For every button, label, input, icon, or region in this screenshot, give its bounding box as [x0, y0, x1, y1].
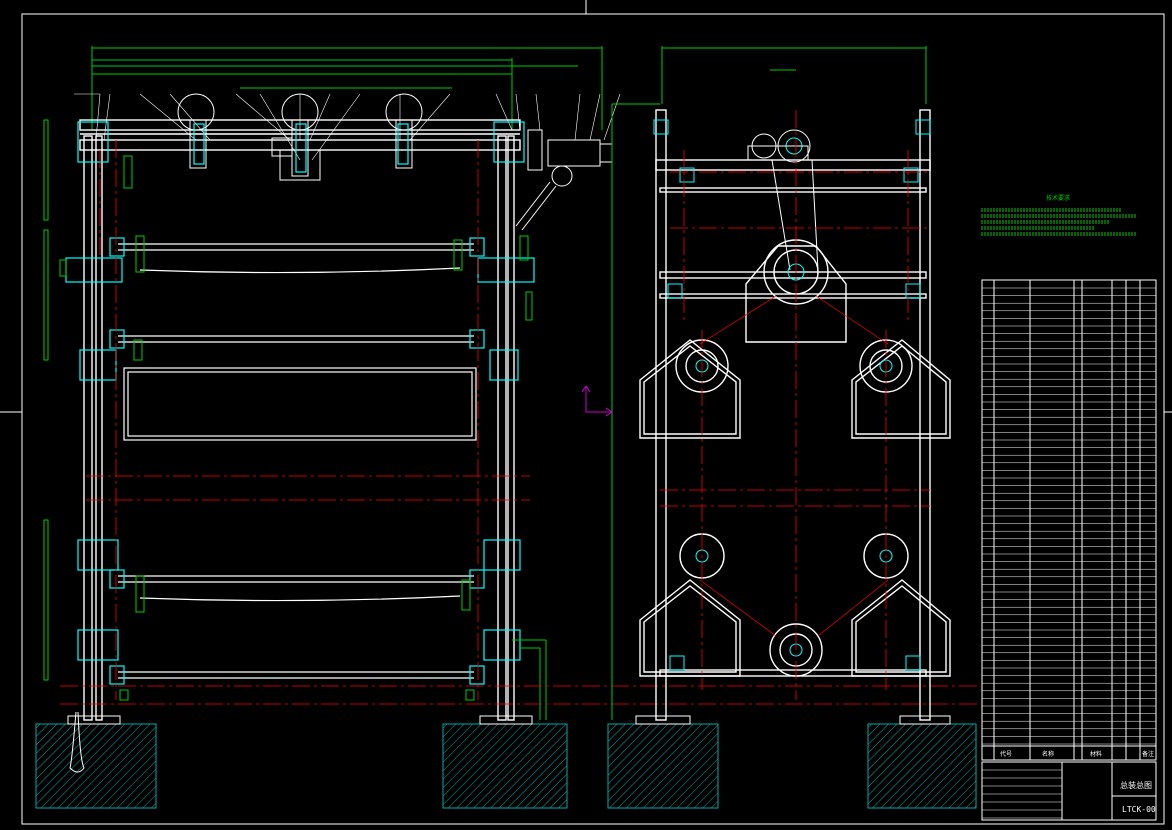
drawing-name: 总装总图: [1120, 780, 1152, 790]
foundation-block: [867, 723, 977, 809]
parts-list: 代号 名称 材料 备注: [981, 279, 1157, 761]
side-view: [607, 46, 977, 809]
foundation-block: [607, 723, 719, 809]
parts-header-name: 名称: [1042, 750, 1054, 758]
ucs-icon: [581, 385, 613, 417]
top-dimensions: [91, 46, 603, 130]
sheet-border: [21, 13, 1165, 825]
front-view: [35, 46, 980, 809]
foundation-block: [442, 723, 568, 809]
title-block: 总装总图 LTCK-00: [981, 761, 1157, 821]
parts-header-code: 代号: [1000, 750, 1012, 758]
drawing-number: LTCK-00: [1122, 805, 1156, 814]
parts-header-remark: 备注: [1142, 750, 1154, 758]
foundation-block: [35, 723, 157, 809]
technical-requirements: 技术要求: [981, 194, 1136, 236]
parts-header-material: 材料: [1090, 750, 1102, 758]
tech-requirements-label: 技术要求: [1046, 194, 1070, 202]
